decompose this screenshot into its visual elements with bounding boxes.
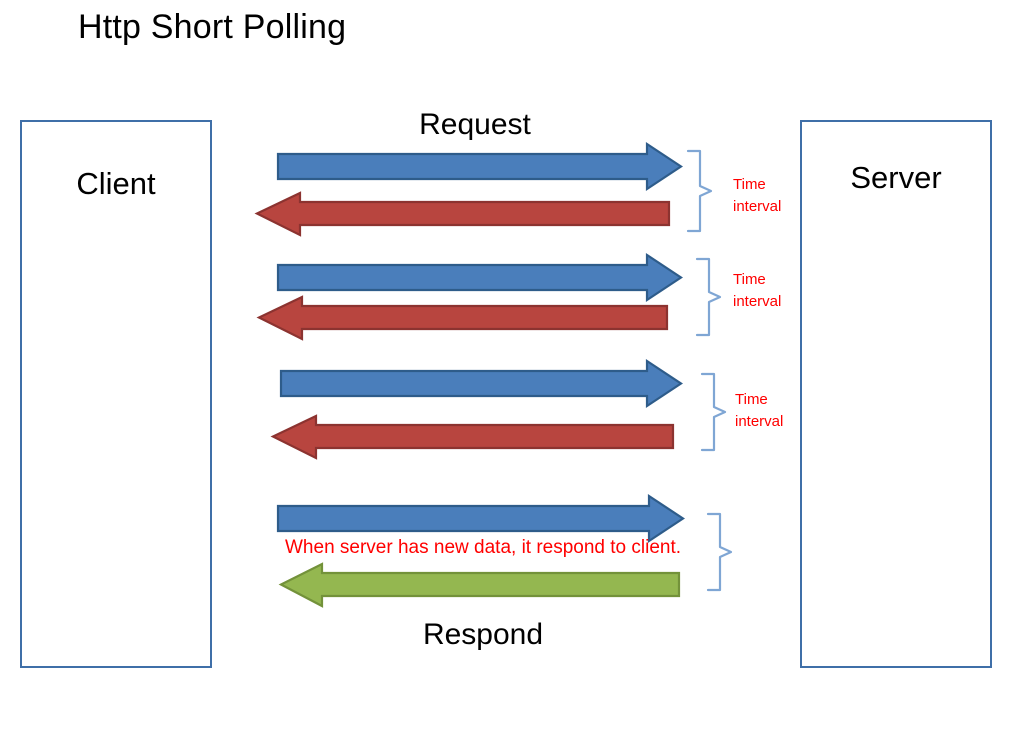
time-interval-label-3: Time interval (735, 391, 784, 430)
time-interval-label-2: Time interval (733, 271, 782, 310)
new-data-caption: When server has new data, it respond to … (285, 537, 682, 558)
request-arrow-3 (279, 358, 683, 409)
page-title: Http Short Polling (78, 8, 347, 46)
server-label: Server (850, 160, 942, 195)
request-arrow-1 (276, 141, 683, 192)
client-box: Client (20, 120, 212, 668)
server-box: Server (800, 120, 992, 668)
time-interval-brace-2 (695, 257, 722, 337)
time-interval-brace-1 (686, 149, 713, 233)
request-arrow-2 (276, 252, 683, 303)
respond-label: Respond (422, 618, 544, 651)
time-interval-label-1: Time interval (733, 176, 782, 215)
response-brace-4 (706, 512, 733, 592)
response-arrow-1 (254, 191, 671, 237)
request-label: Request (419, 108, 531, 141)
final-response-arrow (278, 562, 681, 608)
response-arrow-2 (256, 295, 669, 341)
response-arrow-3 (270, 414, 675, 460)
request-arrow-4 (276, 493, 685, 544)
client-label: Client (76, 166, 156, 201)
time-interval-brace-3 (700, 372, 727, 452)
